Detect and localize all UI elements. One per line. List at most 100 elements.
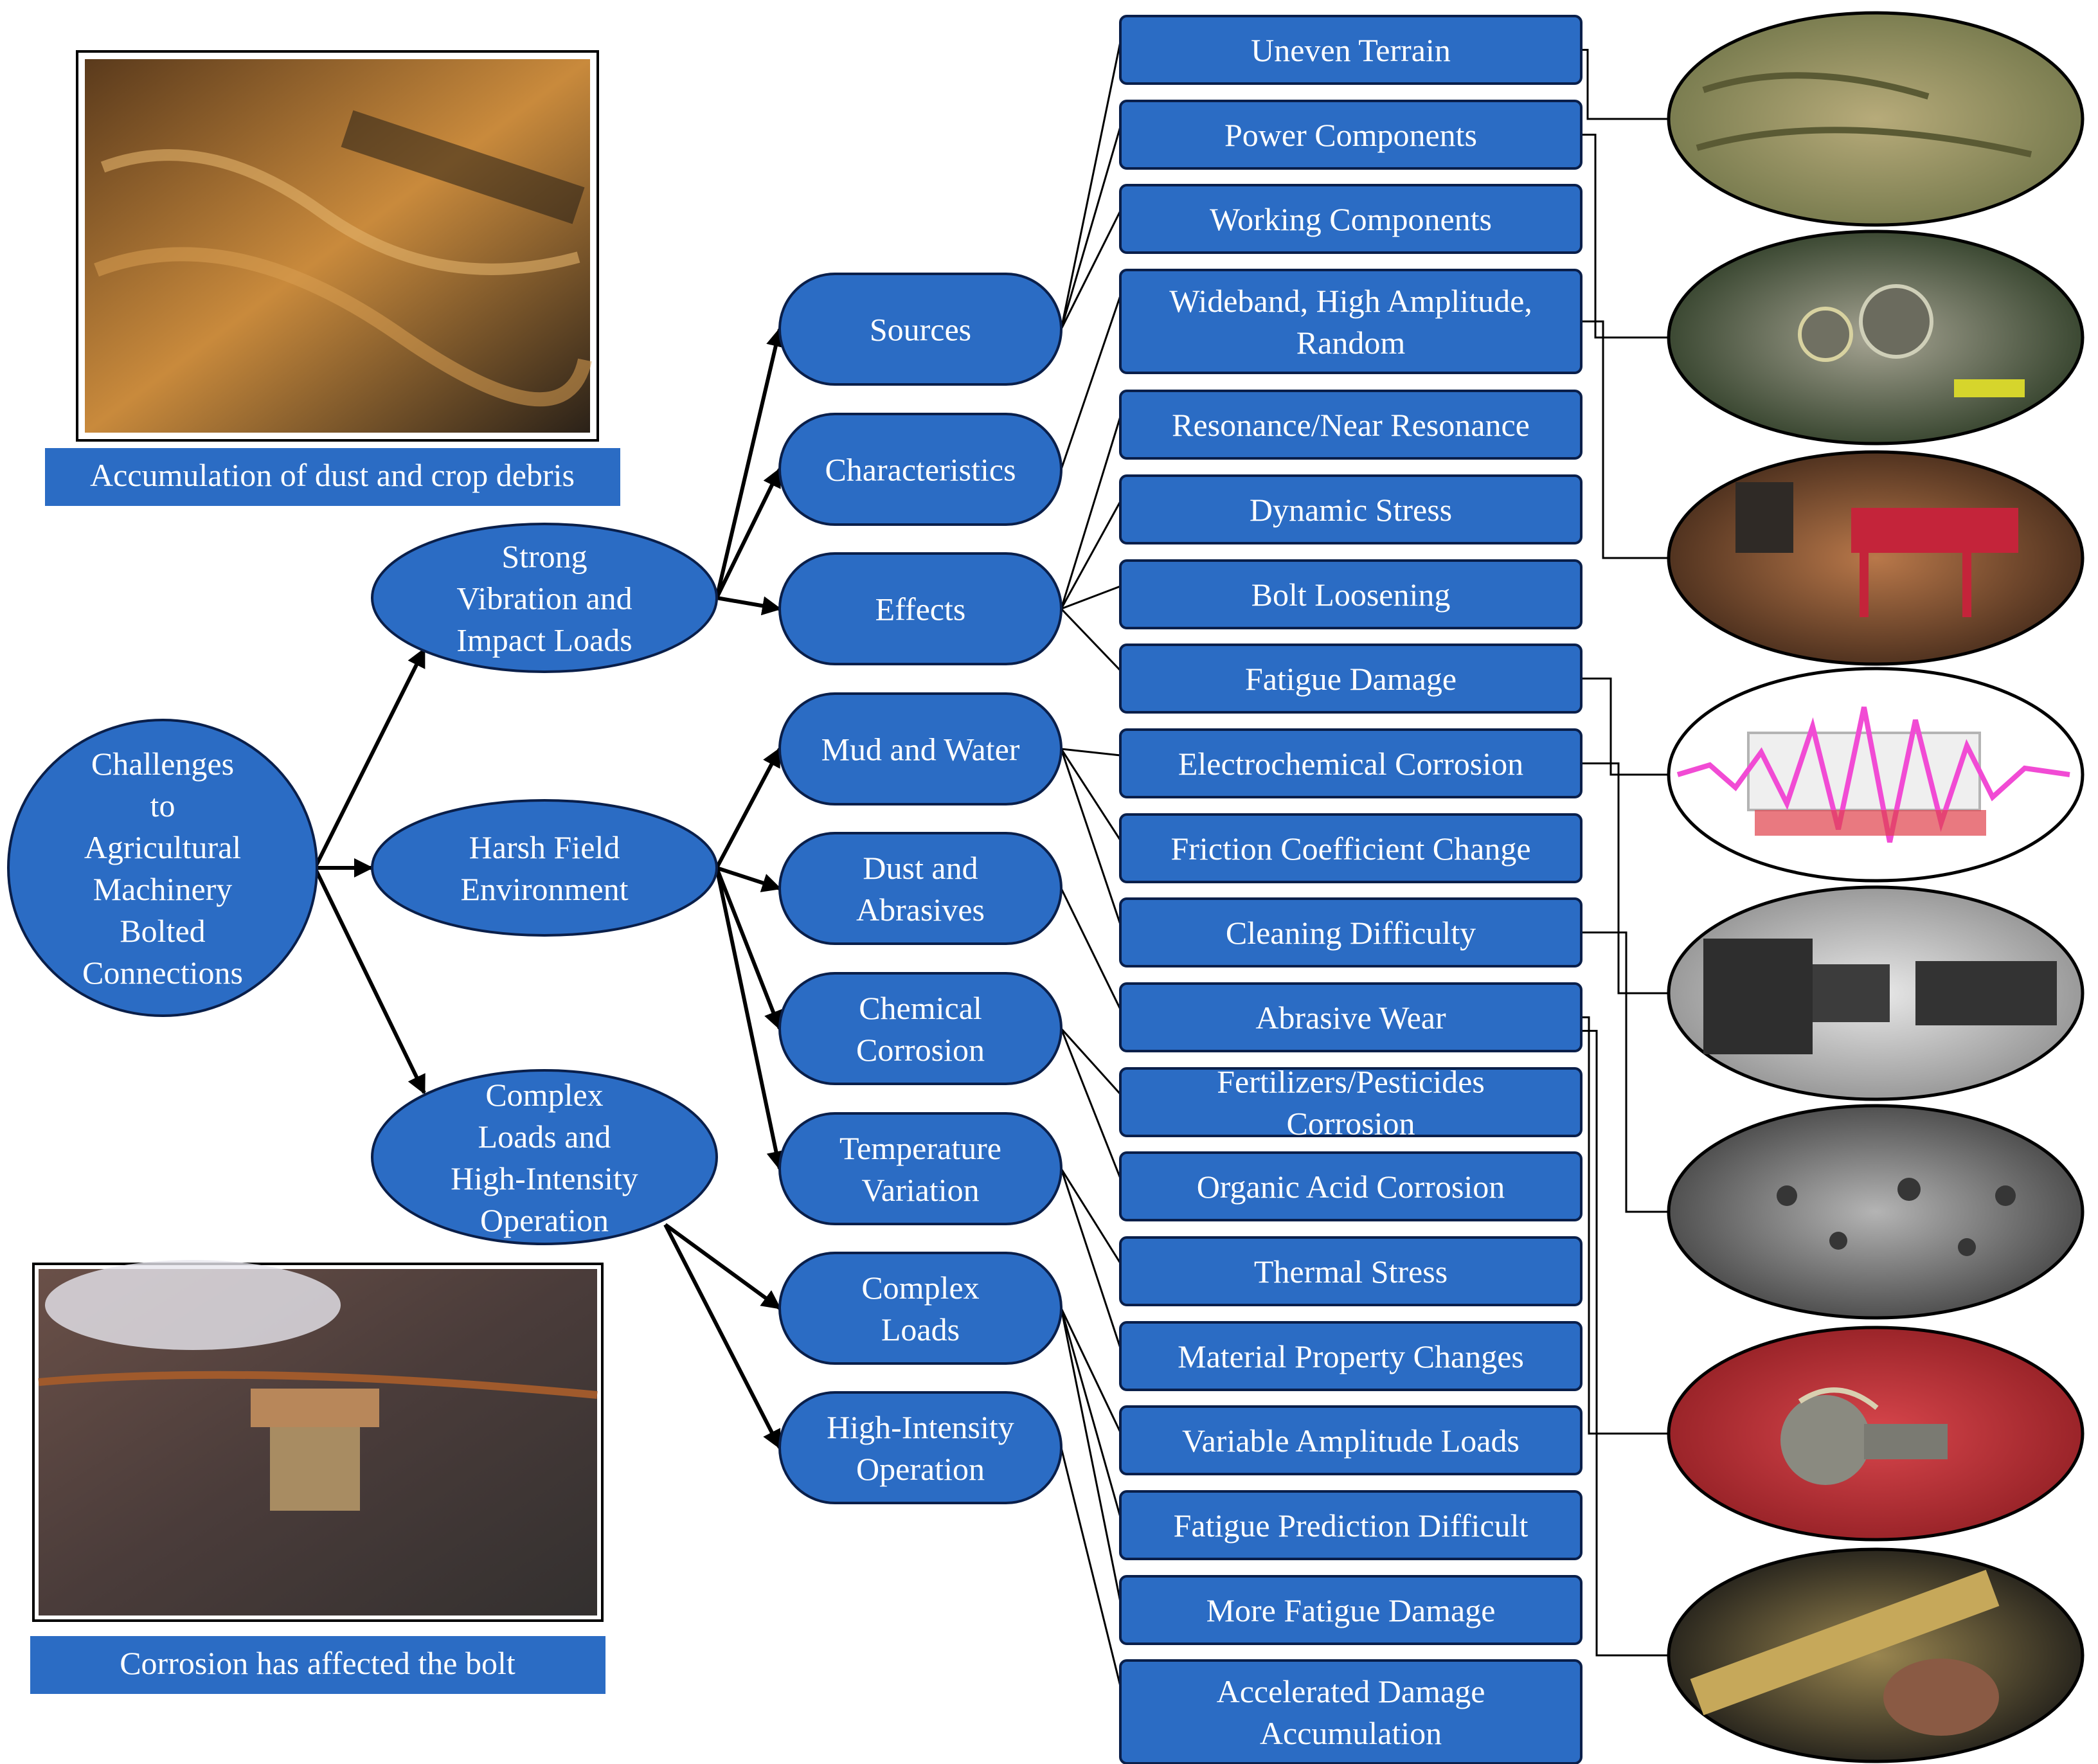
subcategory-temperature-label: Temperature	[839, 1130, 1001, 1166]
edge-item-photo-5	[1581, 932, 1668, 1213]
subcategory-chemical-label: Chemical	[859, 990, 982, 1026]
item-organic-acid	[1119, 1151, 1582, 1221]
root-node-label: Bolted	[120, 913, 205, 949]
category-vibration-label: Impact Loads	[456, 622, 632, 658]
edge-category-2-sub-8	[663, 1223, 782, 1450]
item-dynamic-stress-label: Dynamic Stress	[1250, 492, 1452, 528]
edge-item-photo-4	[1581, 762, 1671, 995]
debris-photo	[76, 50, 599, 442]
subcategory-sources	[778, 273, 1062, 386]
item-bolt-loosening-label: Bolt Loosening	[1251, 577, 1451, 613]
item-working-components	[1119, 184, 1582, 254]
edge-category-1-sub-4	[716, 866, 782, 892]
item-uneven-terrain-label: Uneven Terrain	[1251, 32, 1451, 68]
item-wideband-label: Random	[1296, 325, 1406, 361]
subcategory-dust-label: Dust and	[863, 850, 978, 886]
item-more-fatigue	[1119, 1575, 1582, 1645]
item-more-fatigue-label: More Fatigue Damage	[1206, 1592, 1496, 1628]
subcategory-dust-label: Abrasives	[856, 892, 985, 928]
item-resonance	[1119, 390, 1582, 460]
edge-sub-2-item-6	[1061, 585, 1121, 610]
category-loads-label: High-Intensity	[451, 1160, 638, 1196]
edge-sub-2-item-7	[1060, 608, 1122, 672]
subcategory-intensity-label: High-Intensity	[827, 1409, 1014, 1445]
edge-category-1-sub-3	[715, 747, 782, 869]
item-thermal-stress-label: Thermal Stress	[1254, 1254, 1448, 1290]
subcategory-chemical	[778, 972, 1062, 1085]
category-environment	[371, 799, 718, 937]
item-accelerated-damage	[1119, 1659, 1582, 1764]
item-accelerated-damage-label: Accumulation	[1260, 1715, 1442, 1751]
category-vibration-label: Vibration and	[456, 580, 632, 616]
edge-root-category-2	[313, 867, 426, 1095]
root-node-label: to	[150, 788, 175, 824]
corrosion-photo	[32, 1260, 604, 1622]
item-fertilizers	[1119, 1067, 1582, 1137]
item-fatigue-prediction	[1119, 1490, 1582, 1560]
debris-bolt-photo	[1667, 1326, 2085, 1542]
item-fertilizers-label: Fertilizers/Pesticides	[1217, 1064, 1485, 1100]
subcategory-effects-label: Effects	[875, 591, 966, 627]
category-vibration-label: Strong	[501, 539, 587, 575]
edge-sub-0-item-2	[1060, 210, 1122, 330]
item-electrochemical	[1119, 728, 1582, 798]
broken-bolt-photo	[1667, 885, 2085, 1101]
subcategory-complex-label: Loads	[881, 1311, 960, 1347]
subcategory-mud-label: Mud and Water	[821, 732, 1020, 768]
connector-lines	[313, 41, 1684, 1687]
item-power-components	[1119, 100, 1582, 170]
item-abrasive-wear	[1119, 982, 1582, 1052]
threaded-bolt-photo	[1667, 1547, 2085, 1763]
subcategory-intensity	[778, 1391, 1062, 1504]
root-node-label: Machinery	[93, 871, 233, 907]
item-friction-label: Friction Coefficient Change	[1170, 831, 1530, 867]
edge-item-photo-3	[1581, 678, 1668, 776]
item-uneven-terrain	[1119, 15, 1582, 85]
item-accelerated-damage-label: Accelerated Damage	[1217, 1673, 1485, 1709]
category-vibration	[371, 523, 718, 673]
edge-sub-4-item-11	[1060, 888, 1122, 1010]
subcategory-complex-label: Complex	[861, 1270, 979, 1306]
edge-sub-2-item-5	[1060, 501, 1122, 609]
edge-sub-7-item-16	[1060, 1308, 1122, 1433]
item-working-components-label: Working Components	[1210, 201, 1492, 237]
root-node-label: Connections	[82, 955, 243, 991]
item-fertilizers-label: Corrosion	[1287, 1106, 1415, 1142]
subcategory-temperature-label: Variation	[861, 1172, 979, 1208]
edge-sub-5-item-13	[1060, 1028, 1122, 1179]
category-environment-label: Harsh Field	[469, 829, 620, 865]
item-wideband	[1119, 269, 1582, 374]
edge-item-photo-1	[1581, 134, 1678, 339]
item-cleaning-label: Cleaning Difficulty	[1226, 915, 1476, 951]
vibration-signal-photo	[1667, 667, 2085, 883]
subcategory-dust	[778, 832, 1062, 945]
item-variable-amplitude	[1119, 1405, 1582, 1475]
edge-category-0-sub-1	[715, 467, 782, 599]
root-node-label: Challenges	[91, 746, 234, 782]
category-loads-label: Loads and	[478, 1119, 611, 1155]
edge-item-photo-6	[1581, 1016, 1671, 1435]
root-node-label: Agricultural	[84, 829, 241, 865]
root-node	[7, 719, 318, 1017]
debris-caption-box	[45, 448, 620, 506]
item-material-property	[1119, 1321, 1582, 1391]
item-fatigue-damage	[1119, 644, 1582, 714]
edge-sub-0-item-1	[1060, 126, 1122, 330]
item-electrochemical-label: Electrochemical Corrosion	[1178, 746, 1523, 782]
edge-category-0-sub-2	[716, 596, 782, 616]
edge-category-1-sub-5	[715, 867, 783, 1030]
category-environment-label: Environment	[460, 871, 628, 907]
edge-sub-7-item-17	[1060, 1308, 1122, 1518]
edge-sub-3-item-8	[1061, 748, 1121, 757]
subcategory-mud	[778, 692, 1062, 806]
edge-sub-6-item-14	[1060, 1168, 1122, 1264]
edge-sub-0-item-0	[1060, 41, 1122, 330]
terrain-photo	[1667, 11, 2085, 227]
edge-sub-8-item-19	[1060, 1447, 1122, 1687]
item-thermal-stress	[1119, 1236, 1582, 1306]
edge-item-photo-0	[1581, 49, 1668, 120]
edge-root-category-0	[313, 647, 426, 869]
subcategory-complex	[778, 1252, 1062, 1365]
edge-category-2-sub-7	[664, 1223, 782, 1310]
edge-sub-7-item-18	[1060, 1308, 1122, 1603]
